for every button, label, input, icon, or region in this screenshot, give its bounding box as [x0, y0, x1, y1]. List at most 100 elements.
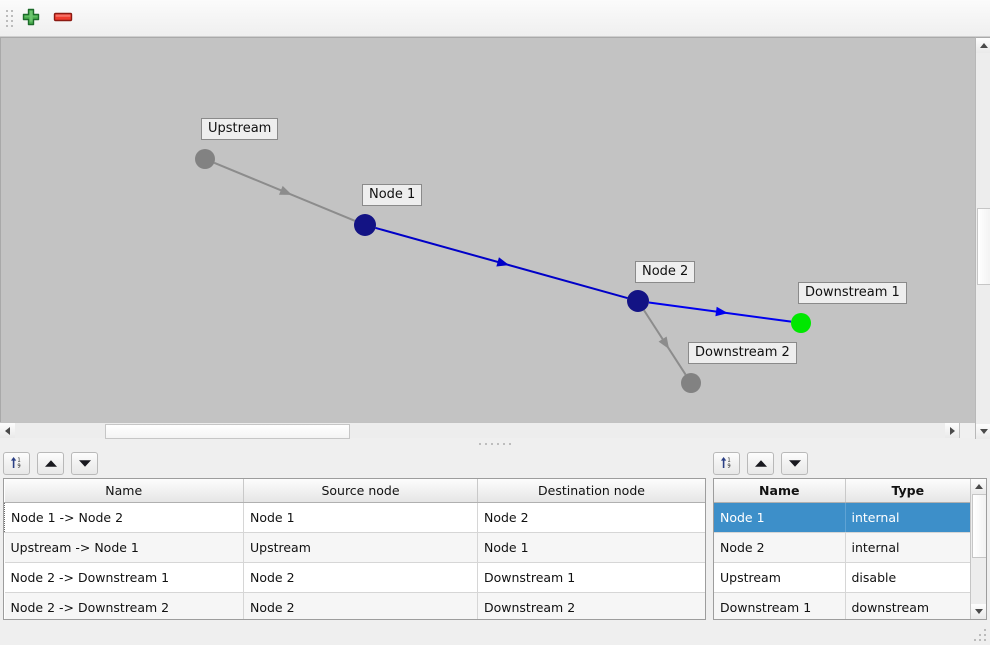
nodes-table-cell[interactable]: Downstream 1 — [714, 592, 846, 619]
nodes-scroll-up-button[interactable] — [971, 479, 986, 494]
edges-table-cell[interactable]: Node 1 — [243, 502, 478, 533]
scroll-up-button[interactable] — [976, 38, 990, 53]
nodes-pane: 1 9 — [709, 449, 990, 620]
triangle-down-icon — [788, 456, 802, 471]
graph-edge-arrow-node1-node2 — [496, 257, 510, 267]
graph-node-label-upstream[interactable]: Upstream — [201, 118, 279, 140]
scroll-left-button[interactable] — [0, 423, 15, 438]
nodes-scroll-thumb[interactable] — [972, 494, 986, 558]
triangle-up-icon — [754, 456, 768, 471]
sort-ascending-icon: 1 9 — [9, 455, 24, 473]
nodes-table-cell[interactable]: internal — [845, 532, 970, 563]
graph-node-upstream[interactable] — [195, 149, 215, 169]
graph-edge-arrow-node2-downstream1 — [715, 306, 728, 317]
nodes-table-cell[interactable]: internal — [845, 502, 970, 533]
canvas-horizontal-scrollbar[interactable] — [0, 422, 975, 439]
vertical-scroll-thumb[interactable] — [977, 208, 990, 285]
graph-node-downstream2[interactable] — [681, 373, 701, 393]
edges-pane: 1 9 — [0, 449, 709, 620]
edges-table-cell[interactable]: Upstream -> Node 1 — [4, 532, 244, 563]
sort-ascending-icon: 1 9 — [719, 455, 734, 473]
edges-table-cell[interactable]: Node 1 — [477, 532, 705, 563]
nodes-table-cell[interactable]: Node 1 — [714, 502, 846, 533]
tables-area: 1 9 — [0, 449, 990, 620]
main-toolbar — [0, 0, 990, 37]
graph-node-label-downstream1[interactable]: Downstream 1 — [798, 282, 907, 304]
edges-table-cell[interactable]: Node 2 — [243, 562, 478, 593]
graph-node-label-node2[interactable]: Node 2 — [635, 261, 696, 283]
remove-button[interactable] — [50, 5, 76, 31]
svg-text:1: 1 — [727, 457, 730, 463]
chevron-left-icon — [5, 426, 10, 435]
edges-table-cell[interactable]: Node 1 -> Node 2 — [4, 502, 244, 533]
scroll-right-button[interactable] — [945, 423, 960, 438]
add-button[interactable] — [18, 5, 44, 31]
chevron-right-icon — [950, 426, 955, 435]
scroll-down-button[interactable] — [976, 424, 990, 439]
svg-text:1: 1 — [17, 457, 20, 463]
edges-move-down-button[interactable] — [71, 452, 98, 475]
svg-text:9: 9 — [17, 463, 20, 469]
nodes-table-column-header[interactable]: Name — [714, 479, 846, 503]
edges-table-column-header[interactable]: Name — [4, 479, 244, 503]
edges-move-up-button[interactable] — [37, 452, 64, 475]
graph-node-downstream1[interactable] — [791, 313, 811, 333]
edges-sort-button[interactable]: 1 9 — [3, 452, 30, 475]
triangle-down-icon — [78, 456, 92, 471]
edges-table-cell[interactable]: Node 2 — [477, 502, 705, 533]
nodes-table-vertical-scrollbar[interactable] — [970, 479, 986, 619]
vertical-scroll-track[interactable] — [976, 53, 990, 424]
graph-node-label-node1[interactable]: Node 1 — [362, 184, 423, 206]
edges-table-cell[interactable]: Node 2 — [243, 592, 478, 619]
nodes-table-cell[interactable]: disable — [845, 562, 970, 593]
nodes-table-cell[interactable]: downstream — [845, 592, 970, 619]
graph-edge-arrow-upstream-node1 — [279, 185, 292, 195]
graph-node-node1[interactable] — [354, 214, 376, 236]
nodes-move-up-button[interactable] — [747, 452, 774, 475]
graph-node-label-downstream2[interactable]: Downstream 2 — [688, 342, 797, 364]
remove-icon — [52, 10, 74, 27]
chevron-up-icon — [974, 484, 983, 489]
add-icon — [21, 7, 41, 30]
edges-table-cell[interactable]: Downstream 1 — [477, 562, 705, 593]
chevron-up-icon — [979, 43, 988, 48]
nodes-table-cell[interactable]: Upstream — [714, 562, 846, 593]
graph-node-node2[interactable] — [627, 290, 649, 312]
canvas-vertical-scrollbar[interactable] — [975, 37, 990, 439]
edges-table-column-header[interactable]: Destination node — [477, 479, 705, 503]
splitter-grip — [479, 442, 511, 445]
nodes-table-column-header[interactable]: Type — [845, 479, 970, 503]
nodes-scroll-track[interactable] — [971, 494, 986, 604]
window-resize-grip[interactable] — [974, 629, 987, 642]
edges-table-cell[interactable]: Node 2 -> Downstream 2 — [4, 592, 244, 619]
nodes-move-down-button[interactable] — [781, 452, 808, 475]
nodes-scroll-down-button[interactable] — [971, 604, 986, 619]
toolbar-drag-handle[interactable] — [4, 7, 14, 29]
horizontal-splitter[interactable] — [0, 438, 990, 449]
nodes-sort-button[interactable]: 1 9 — [713, 452, 740, 475]
edges-table-column-header[interactable]: Source node — [243, 479, 478, 503]
edges-table-cell[interactable]: Upstream — [243, 532, 478, 563]
chevron-down-icon — [979, 429, 988, 434]
nodes-table-cell[interactable]: Node 2 — [714, 532, 846, 563]
status-bar — [0, 620, 990, 645]
edges-table-cell[interactable]: Downstream 2 — [477, 592, 705, 619]
horizontal-scroll-thumb[interactable] — [105, 424, 350, 439]
edges-table-cell[interactable]: Node 2 -> Downstream 1 — [4, 562, 244, 593]
